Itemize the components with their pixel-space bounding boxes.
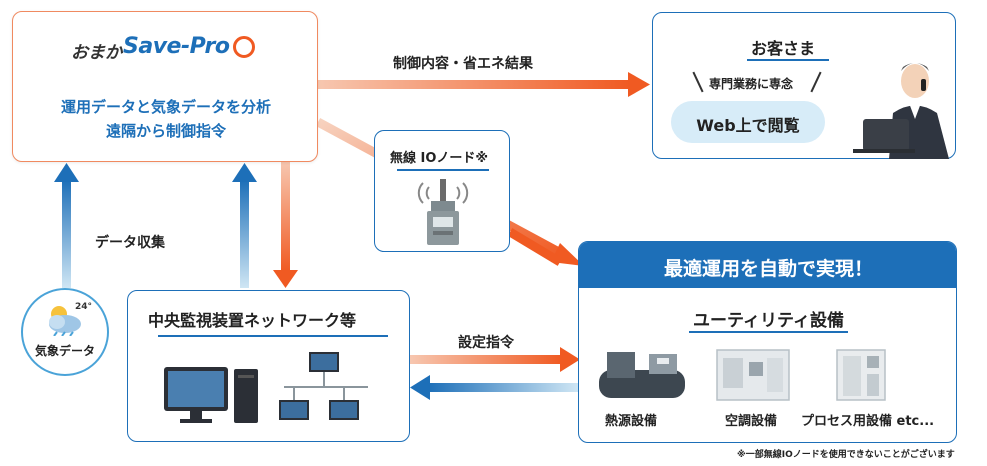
wireless-device-icon: [417, 179, 469, 245]
weather-circle: 24° 気象データ: [21, 288, 109, 376]
pc-tower-icon: [234, 369, 258, 423]
arrow-control-down: [273, 162, 298, 288]
weather-icon: [49, 306, 81, 336]
network-box: 中央監視装置ネットワーク等: [127, 290, 410, 442]
analysis-line-1: 運用データと気象データを分析: [60, 98, 271, 116]
io-node-box: 無線 IOノード※: [374, 130, 510, 252]
io-node-title-underline: [397, 169, 489, 171]
label-data-collection: データ収集: [95, 235, 165, 251]
monitor-icon: [164, 367, 228, 423]
web-view-pill: [671, 101, 825, 143]
result-box: 最適運用を自動で実現！ ユーティリティ設備 熱源設備 空調設備 プロセス用設備 …: [578, 241, 957, 443]
weather-temperature: 24°: [75, 302, 93, 312]
arrow-data-up-network: [232, 163, 257, 288]
customer-subtitle: 専門業務に専念: [709, 77, 794, 91]
network-illustration: [164, 352, 368, 423]
result-header: 最適運用を自動で実現！: [663, 258, 873, 280]
logo: おまか Save-Pro: [71, 34, 271, 64]
label-control-result: 制御内容・省エネ結果: [393, 56, 533, 72]
customer-title: お客さま: [751, 39, 816, 58]
air-conditioning-icon: [716, 349, 790, 401]
result-subtitle-underline: [689, 331, 848, 333]
network-title-underline: [158, 335, 388, 337]
logo-brand: Save-Pro: [123, 34, 230, 59]
item-process-equipment: プロセス用設備 etc...: [801, 414, 935, 429]
weather-label: 気象データ: [34, 344, 95, 358]
arrow-setting-command: [410, 347, 580, 372]
result-header-bar: [579, 242, 956, 288]
arrow-control-result: [318, 72, 650, 97]
customer-subtitle-slash-right: [810, 71, 822, 93]
logo-prefix: おまか: [71, 43, 122, 63]
item-air-conditioning: 空調設備: [725, 414, 778, 429]
io-node-title: 無線 IOノード※: [390, 151, 489, 166]
customer-box: お客さま 専門業務に専念 Web上で閲覧: [652, 12, 956, 159]
heat-source-icon: [599, 352, 685, 398]
arrow-data-up-weather: [54, 163, 79, 288]
arrow-io-node-to-result: [507, 228, 563, 266]
process-equipment-icon: [836, 349, 886, 401]
logo-badge-icon: [233, 36, 255, 58]
customer-title-underline: [747, 59, 829, 61]
web-view-label: Web上で閲覧: [696, 116, 800, 135]
result-subtitle: ユーティリティ設備: [693, 311, 844, 331]
footnote: ※一部無線IOノードを使用できないことがございます: [737, 450, 955, 460]
network-title: 中央監視装置ネットワーク等: [148, 311, 357, 330]
arrow-feedback: [410, 375, 578, 400]
item-heat-source: 熱源設備: [605, 414, 658, 429]
customer-subtitle-slash-left: [692, 71, 704, 93]
label-setting-command: 設定指令: [458, 335, 514, 351]
analysis-line-2: 遠隔から制御指令: [105, 122, 226, 140]
customer-person-icon: [853, 63, 949, 159]
network-topology-icon: [284, 371, 368, 401]
analysis-box: おまか Save-Pro 運用データと気象データを分析 遠隔から制御指令: [12, 11, 318, 162]
